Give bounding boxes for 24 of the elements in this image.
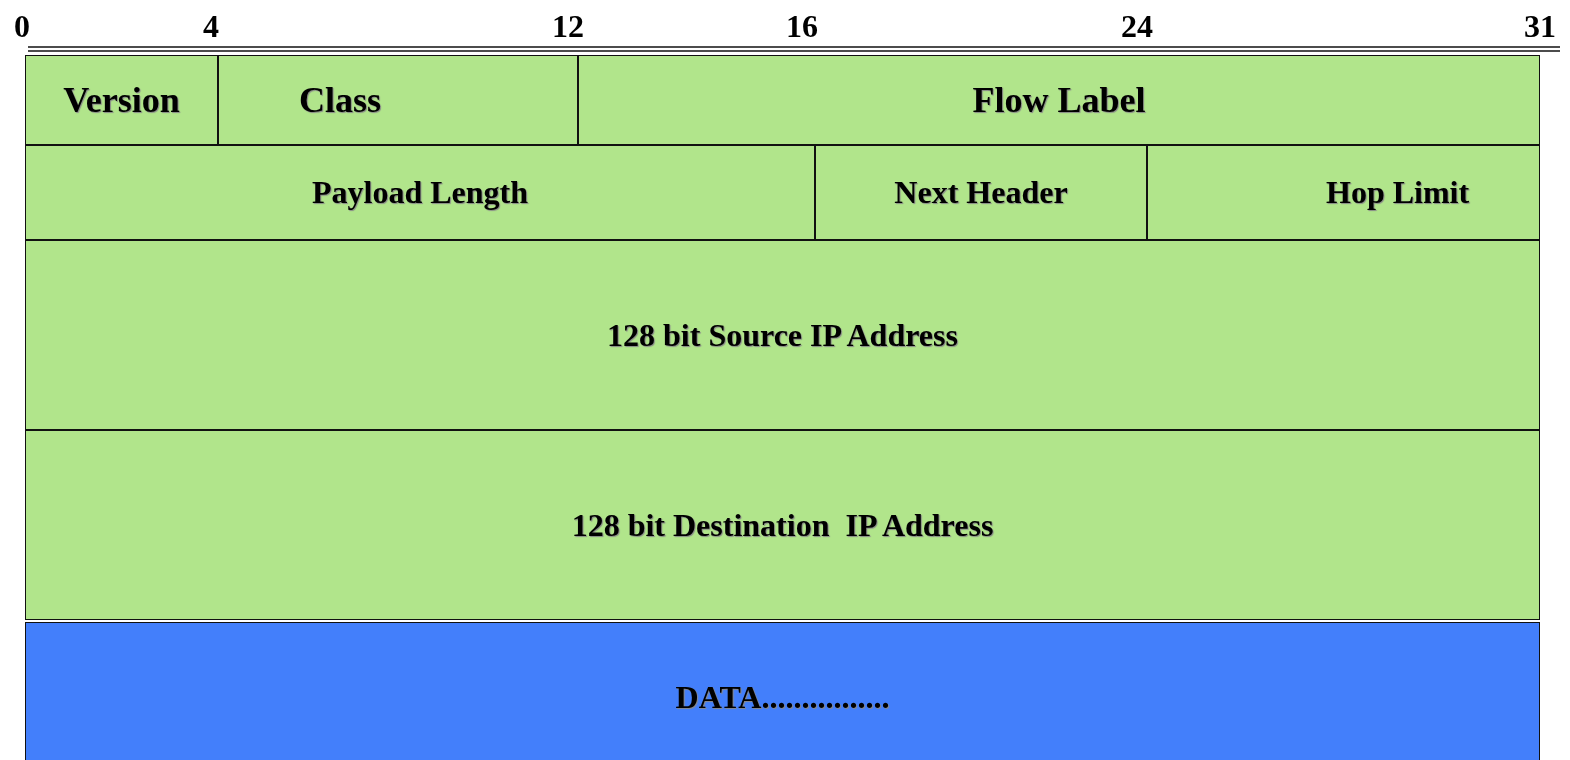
header-field <box>815 145 1147 240</box>
header-field <box>25 240 1540 430</box>
bit-position-number: 0 <box>14 8 30 45</box>
payload-data-field <box>25 622 1540 760</box>
field-name: Hop Limit <box>1326 174 1470 211</box>
field-name: Flow Label <box>972 79 1146 121</box>
bit-position-number: 31 <box>1524 8 1556 45</box>
field-name: 128 bit Destination IP Address <box>571 506 994 544</box>
header-field <box>1147 145 1540 240</box>
field-name: Class <box>299 79 382 121</box>
bit-position-number: 12 <box>552 8 584 45</box>
bit-position-number: 4 <box>203 8 219 45</box>
header-field <box>578 55 1540 145</box>
header-field <box>218 55 578 145</box>
field-name: Version <box>63 79 180 121</box>
header-field <box>25 430 1540 620</box>
header-field <box>25 55 218 145</box>
field-name: Payload Length <box>312 174 528 211</box>
bit-position-number: 24 <box>1121 8 1153 45</box>
field-name: DATA................ <box>675 678 890 716</box>
header-field <box>25 145 815 240</box>
field-name: 128 bit Source IP Address <box>607 316 958 354</box>
field-name: Next Header <box>894 174 1068 211</box>
bit-position-number: 16 <box>786 8 818 45</box>
